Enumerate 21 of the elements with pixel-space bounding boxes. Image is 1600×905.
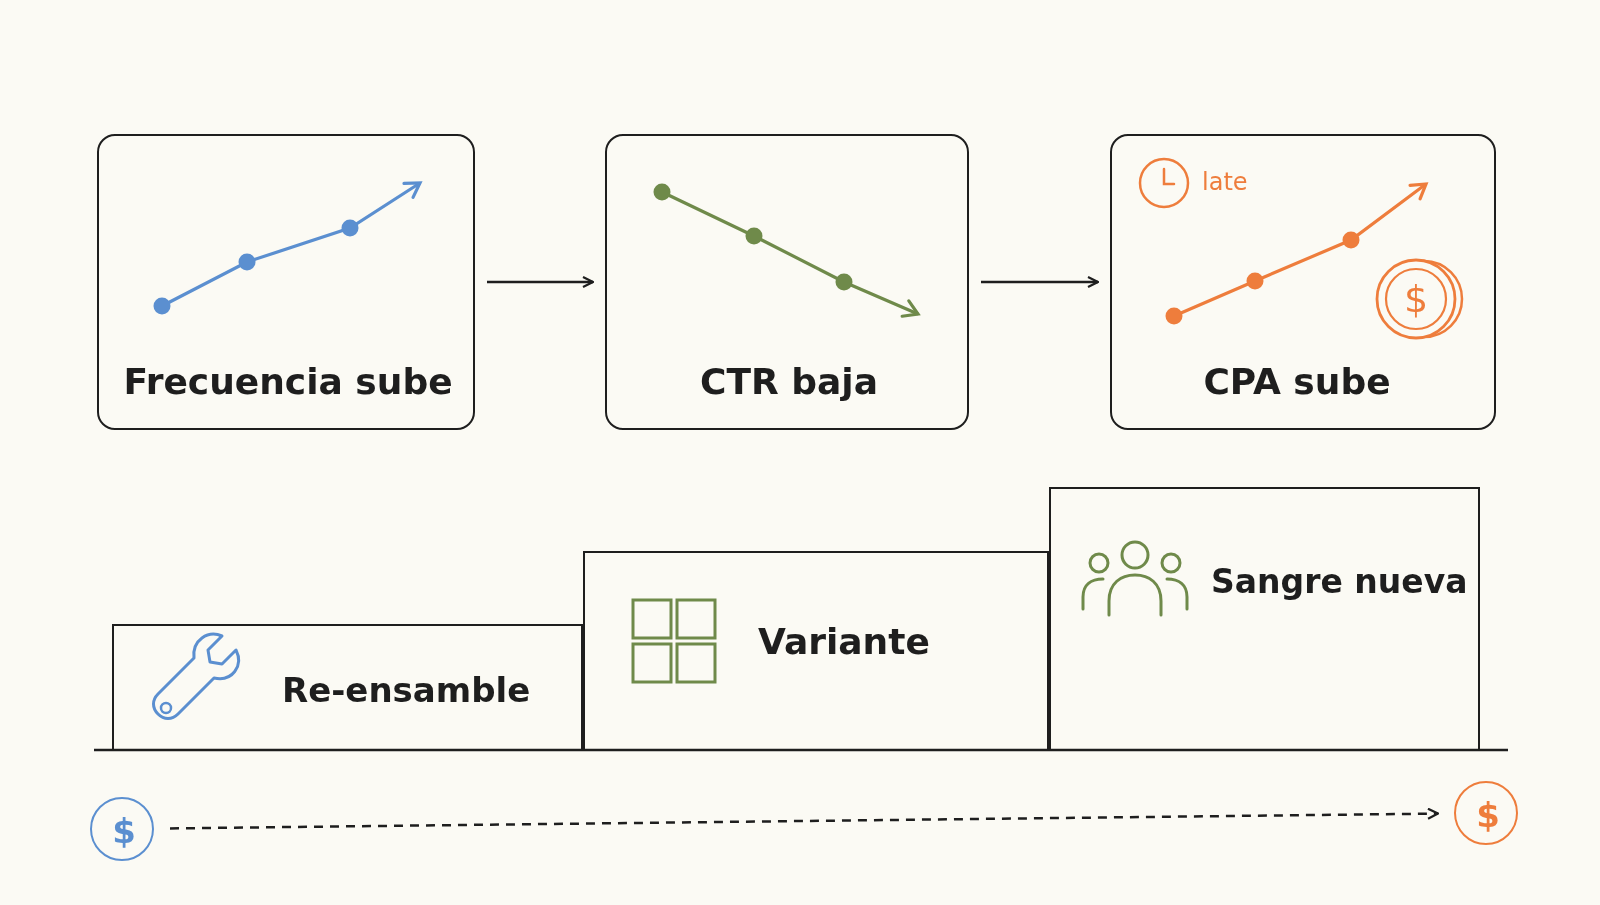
node-label: Re-ensamble xyxy=(282,673,531,708)
step-block xyxy=(1049,487,1480,750)
arrow xyxy=(487,275,595,289)
step-block xyxy=(112,624,583,750)
node-label: Variante xyxy=(758,624,930,661)
time-label: late xyxy=(1202,169,1248,194)
process-box xyxy=(97,134,475,430)
step-block xyxy=(583,551,1049,750)
node-label: Sangre nueva xyxy=(1211,564,1468,598)
dollar-circle xyxy=(1454,781,1518,845)
dollar-sign: $ xyxy=(1403,280,1429,318)
arrow xyxy=(981,275,1100,289)
dollar-circle xyxy=(90,797,154,861)
node-label: Frecuencia sube xyxy=(123,364,453,400)
dollar-sign: $ xyxy=(112,814,136,848)
node-label: CTR baja xyxy=(700,364,878,400)
dashed-arrow xyxy=(170,807,1440,830)
dollar-sign: $ xyxy=(1476,798,1500,832)
process-box xyxy=(605,134,969,430)
node-label: CPA sube xyxy=(1203,364,1391,400)
process-box xyxy=(1110,134,1496,430)
